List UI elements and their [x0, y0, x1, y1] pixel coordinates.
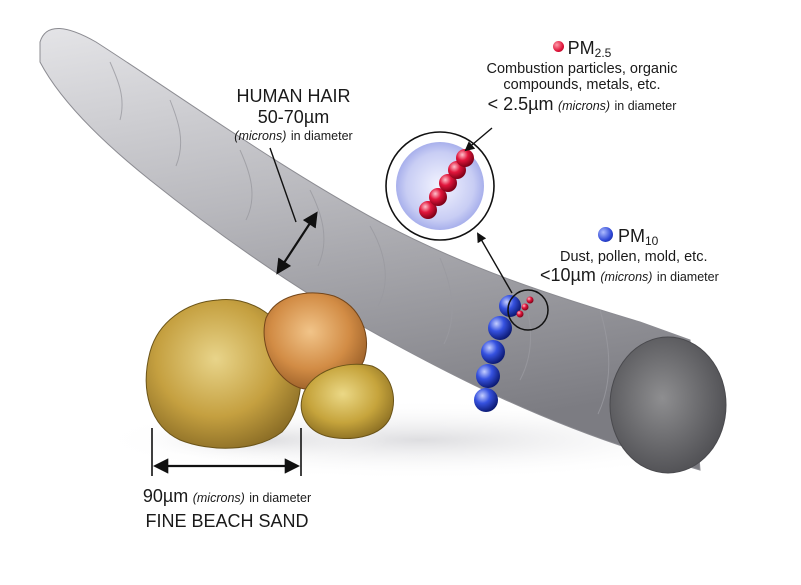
pm10-particle-chain — [474, 295, 521, 412]
sand-size: 90 — [142, 486, 163, 506]
hair-title: HUMAN HAIR — [236, 86, 351, 106]
pm10-bead — [499, 295, 521, 317]
sand-title: FINE BEACH SAND — [145, 511, 309, 532]
sand-grain-large — [145, 299, 302, 449]
pm25-label: PM2.5 Combustion particles, organic comp… — [452, 38, 712, 116]
hair-microns: (microns) — [234, 129, 287, 144]
pm10-label: PM10 Dust, pollen, mold, etc. <10µm (mic… — [540, 226, 790, 287]
pm10-bead — [488, 316, 512, 340]
sand-unit: µm — [162, 486, 189, 506]
pm25-desc1: Combustion particles, organic — [486, 60, 678, 77]
pm25-magnified-chain — [419, 149, 474, 219]
hair-suffix: in diameter — [290, 129, 353, 144]
pm10-sub: 10 — [645, 234, 659, 248]
hair-cuticle-lines — [109, 61, 610, 415]
sand-microns: (microns) — [192, 491, 245, 505]
hair-label: HUMAN HAIR 50-70µm (microns) in diameter — [206, 86, 381, 146]
hair-diameter-leader — [269, 147, 297, 223]
pm10-unit: µm — [570, 265, 596, 286]
pm10-desc: Dust, pollen, mold, etc. — [560, 248, 708, 265]
pm10-prefix: PM — [618, 226, 645, 246]
pm25-label-arrow — [464, 127, 493, 152]
pm10-suffix: in diameter — [656, 270, 719, 285]
hair-cross-section — [609, 336, 727, 474]
pm25-small-chain — [516, 296, 534, 318]
pm25-zoom-ring-small — [507, 289, 549, 331]
pm10-size: <10 — [540, 265, 571, 286]
sand-grain-small — [300, 363, 394, 439]
pm10-legend-dot — [598, 227, 613, 242]
pm25-desc2: compounds, metals, etc. — [503, 77, 661, 94]
pm25-prefix: PM — [567, 38, 595, 58]
pm10-bead — [481, 340, 505, 364]
pm25-legend-dot — [552, 41, 564, 52]
sand-label: 90µm (microns) in diameter FINE BEACH SA… — [112, 486, 342, 532]
hair-unit: µm — [303, 106, 330, 127]
pm10-bead — [474, 388, 498, 412]
sand-suffix: in diameter — [249, 491, 312, 505]
pm10-bead — [476, 364, 500, 388]
pm25-size: < 2.5 — [487, 94, 529, 115]
pm10-microns: (microns) — [600, 270, 653, 285]
hair-diameter-arrow — [276, 211, 318, 275]
pm25-microns: (microns) — [557, 99, 611, 114]
pm25-sub: 2.5 — [594, 46, 612, 60]
pm25-suffix: in diameter — [614, 99, 677, 114]
pm25-unit: µm — [528, 94, 554, 115]
zoom-connector-arrow — [477, 232, 513, 294]
hair-size: 50-70 — [257, 106, 304, 127]
